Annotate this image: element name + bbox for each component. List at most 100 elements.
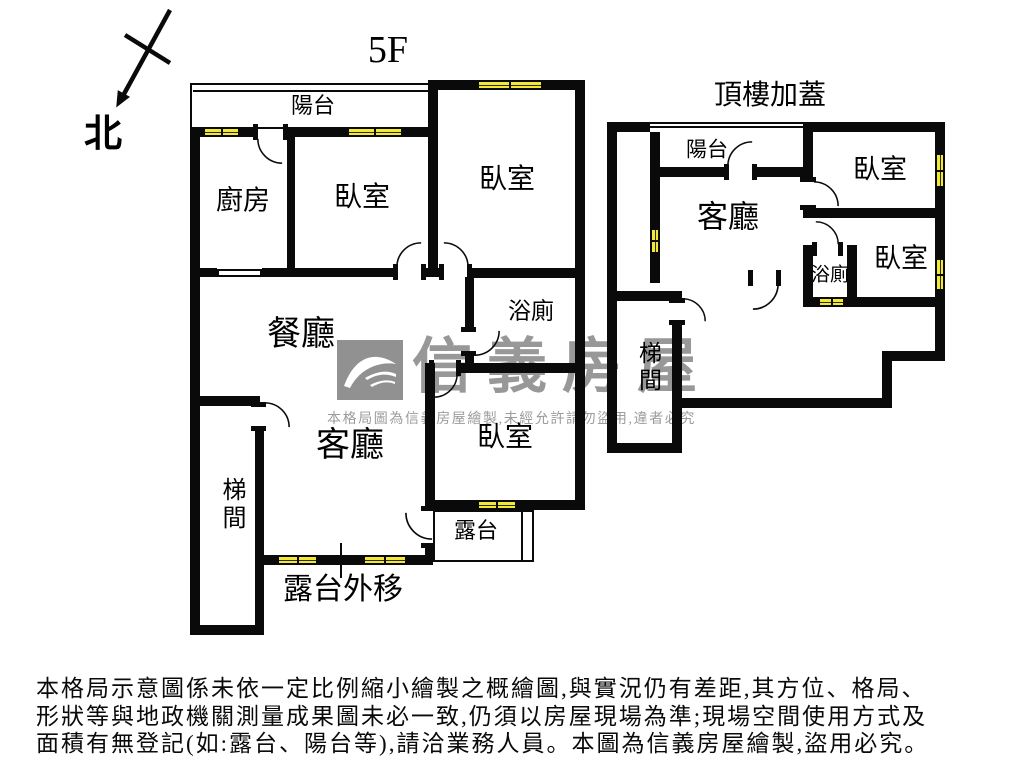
- disclaimer-text: 本格局示意圖係未依一定比例縮小繪製之概繪圖,與實況仍有差距,其方位、格局、 形狀…: [36, 675, 1006, 758]
- north-label: 北: [83, 113, 123, 156]
- disclaimer-line-3: 面積有無登記(如:露台、陽台等),請洽業務人員。本圖為信義房屋繪製,盜用必究。: [36, 731, 930, 756]
- door-jamb: [421, 543, 435, 548]
- door-arc: [433, 373, 458, 398]
- wall-segment: [650, 132, 660, 283]
- disclaimer-line-2: 形狀等與地政機關測量成果圖未必一致,仍須以房屋現場為準;現場空間使用方式及: [36, 703, 928, 729]
- wall-segment: [650, 167, 728, 177]
- door-jamb: [800, 205, 816, 210]
- wall-segment: [672, 322, 682, 453]
- sinyi-logo-icon: [337, 340, 403, 400]
- door-arc: [727, 141, 753, 167]
- floor5-title: 5F: [367, 29, 409, 71]
- room-label-balcony-5f: 陽台: [290, 93, 336, 118]
- terrace-shift-annotation: 露台外移: [283, 573, 403, 606]
- door-arc: [474, 330, 500, 356]
- door-jamb: [421, 264, 426, 280]
- door-arc: [264, 402, 290, 428]
- room-label-bedroom-bottom-5f: 臥室: [476, 422, 534, 453]
- terrace-outline: [433, 510, 534, 562]
- wall-segment: [428, 83, 438, 275]
- wall-segment: [882, 351, 945, 361]
- wall-segment: [935, 122, 945, 361]
- wall-segment: [457, 363, 585, 373]
- wall-segment: [190, 396, 260, 406]
- door-arc: [682, 298, 706, 322]
- wall-segment: [607, 291, 682, 301]
- room-label-bedroom-mid-5f: 臥室: [333, 182, 391, 213]
- door-arc: [815, 221, 839, 245]
- rooftop-title: 頂樓加蓋: [713, 80, 827, 111]
- wall-segment: [803, 132, 813, 180]
- wall-segment: [295, 268, 397, 277]
- room-label-living-roof: 客廳: [697, 199, 759, 235]
- door-arc: [257, 138, 283, 164]
- wall-segment: [607, 443, 682, 453]
- wall-segment: [847, 245, 857, 297]
- wall-segment: [255, 555, 433, 565]
- wall-segment: [190, 398, 200, 635]
- window-marker: [477, 80, 543, 90]
- door-jamb: [748, 270, 753, 286]
- door-jamb: [467, 264, 472, 280]
- room-label-stairwell-5f: 梯間: [218, 477, 244, 533]
- wall-segment: [465, 277, 474, 330]
- window-marker: [935, 258, 945, 291]
- room-label-bathroom-5f: 浴廁: [508, 298, 554, 324]
- wall-segment: [575, 80, 585, 510]
- door-jamb: [812, 242, 817, 256]
- wall-segment: [607, 122, 617, 453]
- watermark-notice-text: 本格局圖為信義房屋繪製,未經允許請勿盜用,違者必究: [327, 412, 696, 427]
- room-label-bedroom-tr-5f: 臥室: [478, 164, 536, 195]
- door-arc: [405, 512, 433, 540]
- door-jamb: [421, 506, 435, 511]
- room-label-bedroom-top-roof: 臥室: [853, 154, 907, 185]
- door-arc: [752, 283, 779, 310]
- wall-segment: [255, 428, 264, 635]
- door-arc: [813, 181, 839, 207]
- wall-segment: [882, 351, 892, 408]
- wall-segment: [803, 122, 945, 132]
- window-marker: [477, 500, 517, 510]
- room-label-bedroom-right-roof: 臥室: [874, 243, 928, 274]
- window-marker: [347, 127, 403, 137]
- thin-line: [193, 90, 428, 92]
- wall-segment: [607, 122, 650, 132]
- sliding-door-marker: [217, 269, 262, 277]
- door-jamb: [251, 402, 266, 407]
- door-jamb: [283, 124, 288, 140]
- door-jamb: [461, 351, 476, 356]
- room-label-living-5f: 客廳: [316, 427, 384, 464]
- door-jamb: [456, 360, 461, 376]
- wall-segment: [465, 353, 474, 368]
- door-jamb: [724, 164, 729, 180]
- door-jamb: [439, 264, 444, 280]
- wall-segment: [287, 137, 295, 268]
- wall-segment: [803, 208, 945, 218]
- door-jamb: [251, 426, 266, 431]
- north-arrow-icon: [116, 8, 172, 108]
- room-label-balcony-roof: 陽台: [686, 137, 728, 162]
- thin-line: [650, 126, 803, 128]
- door-jamb: [393, 264, 398, 280]
- door-jamb: [838, 242, 843, 256]
- wall-segment: [753, 167, 813, 177]
- room-label-dining-5f: 餐廳: [267, 316, 335, 353]
- thin-line: [521, 512, 523, 560]
- wall-segment: [672, 398, 892, 408]
- room-label-kitchen-5f: 廚房: [216, 185, 270, 216]
- door-jamb: [752, 164, 757, 180]
- door-arc: [443, 242, 469, 268]
- window-marker: [650, 228, 660, 254]
- wall-segment: [190, 127, 200, 398]
- window-marker: [277, 555, 318, 565]
- wall-segment: [468, 268, 585, 278]
- door-jamb: [669, 298, 685, 303]
- door-jamb: [776, 270, 781, 286]
- wall-segment: [190, 625, 262, 635]
- door-jamb: [800, 177, 816, 182]
- thin-line: [650, 122, 803, 124]
- door-jamb: [429, 360, 434, 376]
- wall-segment: [425, 363, 435, 510]
- door-jamb: [461, 327, 476, 332]
